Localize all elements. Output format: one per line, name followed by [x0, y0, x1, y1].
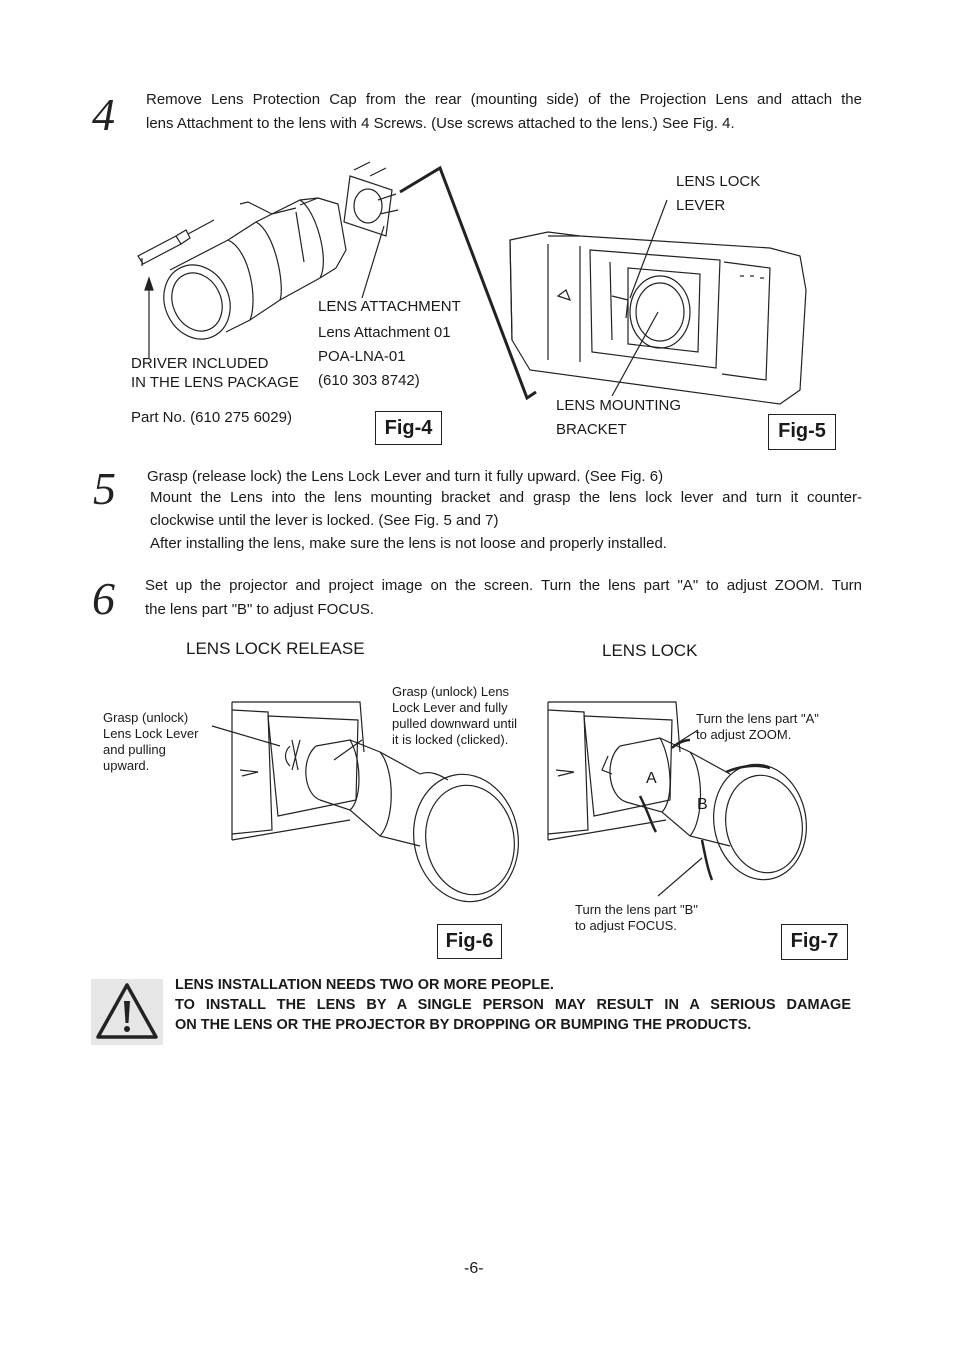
attachment-part: (610 303 8742): [318, 372, 420, 389]
note-line: to adjust FOCUS.: [575, 918, 677, 933]
fig6-heading: LENS LOCK RELEASE: [186, 639, 365, 658]
part-b-label: B: [697, 796, 708, 813]
step4-line: Remove Lens Protection Cap from the rear…: [146, 91, 862, 108]
step4-line: lens Attachment to the lens with 4 Screw…: [146, 115, 735, 132]
part-a-label: A: [646, 770, 657, 787]
fig6-drawing: [211, 701, 520, 903]
driver-part: Part No. (610 275 6029): [131, 409, 292, 426]
step4-number: 4: [92, 89, 115, 140]
step4-text: Remove Lens Protection Cap from the rear…: [146, 88, 862, 136]
fig7-heading: LENS LOCK: [602, 641, 698, 660]
note-line: pulled downward until: [392, 716, 518, 731]
step5-text: Mount the Lens into the lens mounting br…: [150, 486, 862, 532]
warning-box: [91, 979, 163, 1045]
step6-text: Set up the projector and project image o…: [145, 574, 862, 622]
attachment-model: POA-LNA-01: [318, 348, 406, 365]
fig6-right-note: Grasp (unlock) Lens Lock Lever and fully…: [392, 684, 542, 748]
note-line: Lock Lever and fully: [392, 700, 508, 715]
bracket-line1: LENS MOUNTING: [556, 397, 682, 414]
page-number: -6-: [464, 1260, 484, 1277]
fig7-drawing: [547, 701, 808, 897]
fig7-zoom-note: Turn the lens part "A" to adjust ZOOM.: [696, 711, 856, 743]
lever-line1: LENS LOCK: [676, 173, 761, 190]
warning-line1: LENS INSTALLATION NEEDS TWO OR MORE PEOP…: [175, 977, 554, 993]
warning-text: LENS INSTALLATION NEEDS TWO OR MORE PEOP…: [175, 975, 851, 1035]
warning-triangle-icon: [96, 983, 158, 1039]
note-line: Grasp (unlock): [103, 710, 189, 725]
fig4-label: Fig-4: [375, 411, 442, 445]
fig5-projector-drawing: [509, 231, 807, 405]
step5-line3: clockwise until the lever is locked. (Se…: [150, 512, 499, 529]
step6-line: the lens part "B" to adjust FOCUS.: [145, 601, 375, 618]
step5-number: 5: [93, 463, 116, 514]
note-line: Grasp (unlock) Lens: [392, 684, 510, 699]
step6-number: 6: [92, 573, 115, 624]
attachment-title: LENS ATTACHMENT: [318, 298, 461, 315]
note-line: Turn the lens part "A": [696, 711, 819, 726]
fig6-left-note: Grasp (unlock) Lens Lock Lever and pulli…: [103, 710, 223, 774]
fig6-label: Fig-6: [437, 924, 502, 959]
step5-line4: After installing the lens, make sure the…: [150, 535, 667, 552]
note-line: to adjust ZOOM.: [696, 727, 792, 742]
driver-line1: DRIVER INCLUDED: [131, 355, 269, 372]
fig7-label: Fig-7: [781, 924, 848, 960]
driver-line2: IN THE LENS PACKAGE: [131, 374, 299, 391]
fig4-lens-drawing: [137, 161, 399, 340]
note-line: and pulling: [103, 742, 166, 757]
note-line: Turn the lens part "B": [575, 902, 698, 917]
step5-line2: Mount the Lens into the lens mounting br…: [150, 489, 862, 506]
step6-line: Set up the projector and project image o…: [145, 577, 862, 594]
bracket-line2: BRACKET: [556, 421, 627, 438]
warning-line2: TO INSTALL THE LENS BY A SINGLE PERSON M…: [175, 997, 851, 1013]
note-line: it is locked (clicked).: [392, 732, 509, 747]
step5-line1: Grasp (release lock) the Lens Lock Lever…: [147, 468, 664, 485]
fig7-focus-note: Turn the lens part "B" to adjust FOCUS.: [575, 902, 735, 934]
lever-line2: LEVER: [676, 197, 726, 214]
attachment-name: Lens Attachment 01: [318, 324, 451, 341]
note-line: Lens Lock Lever: [103, 726, 199, 741]
warning-line3: ON THE LENS OR THE PROJECTOR BY DROPPING…: [175, 1017, 752, 1033]
note-line: upward.: [103, 758, 150, 773]
fig5-label: Fig-5: [768, 414, 836, 450]
